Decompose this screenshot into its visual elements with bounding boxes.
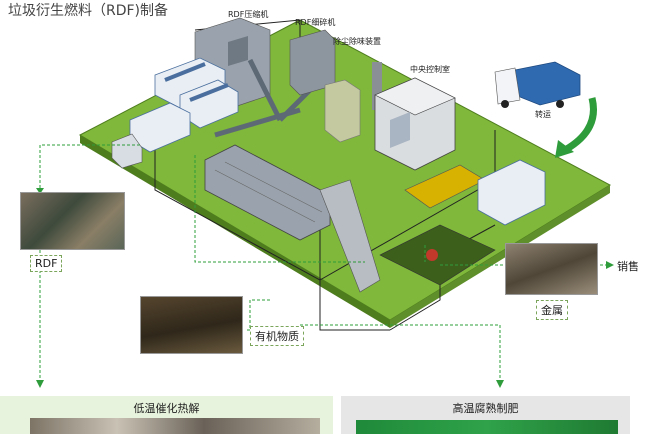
garbage-truck <box>494 61 581 108</box>
label-dust-removal: 除尘除味装置 <box>333 37 381 46</box>
panel-composting-photo <box>356 420 618 434</box>
transport-arrow <box>563 97 597 154</box>
delivery-trucks <box>111 57 239 169</box>
plant-floor-edge-right <box>390 185 610 328</box>
label-compactor: RDF压缩机 <box>228 10 269 19</box>
pit-conveyor <box>319 179 381 293</box>
flow-arrow-rdf <box>36 380 44 388</box>
control-room <box>374 77 456 171</box>
dust-removal-unit <box>324 62 382 143</box>
rdf-photo <box>20 192 125 250</box>
label-transport: 转运 <box>535 110 551 119</box>
outbound-truck <box>477 159 546 226</box>
organic-label: 有机物质 <box>250 326 304 346</box>
panel-pyrolysis-title: 低温催化热解 <box>133 402 200 415</box>
flow-arrow-rdf-top <box>36 188 44 194</box>
flow-arrow-metal <box>606 261 614 269</box>
trommel-screen <box>204 144 331 241</box>
organic-photo <box>140 296 243 354</box>
rdf-label: RDF <box>30 255 63 272</box>
metal-label: 金属 <box>536 300 568 320</box>
plant-floor-edge-left <box>80 135 390 328</box>
label-shredder: RDF细碎机 <box>295 18 336 27</box>
panel-composting-title: 高温腐熟制肥 <box>452 402 519 415</box>
panel-pyrolysis: 低温催化热解 <box>0 396 333 434</box>
flow-arrow-organic <box>496 380 504 388</box>
sorting-pit <box>379 164 496 286</box>
metal-photo <box>505 243 598 295</box>
label-control-room: 中央控制室 <box>410 65 450 74</box>
conveyors <box>214 58 312 138</box>
transport-arrowhead <box>555 140 574 158</box>
sales-label: 销售 <box>617 260 639 273</box>
page-title: 垃圾衍生燃料（RDF)制备 <box>8 3 169 19</box>
panel-pyrolysis-photo <box>30 418 320 434</box>
panel-composting: 高温腐熟制肥 <box>341 396 630 434</box>
